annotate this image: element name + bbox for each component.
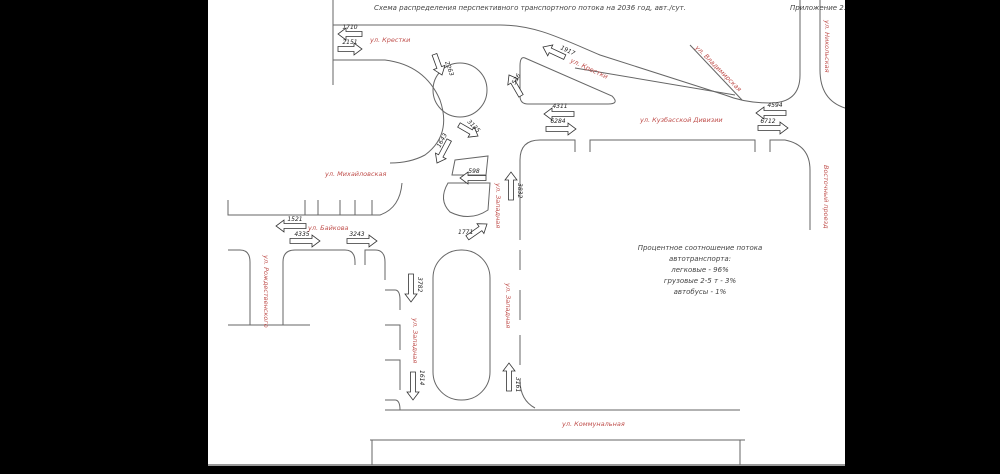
arrow-shape — [431, 52, 446, 76]
flow-value: 2151 — [342, 39, 357, 46]
arrow-shape — [545, 122, 577, 136]
road-outlines — [227, 0, 846, 465]
arrow-shape — [275, 219, 307, 233]
flow-arrow — [275, 219, 307, 233]
flow-arrow — [404, 273, 418, 303]
flow-value: 1771 — [458, 229, 473, 236]
flow-value: 6284 — [550, 118, 565, 125]
flow-arrow — [337, 42, 363, 56]
arrow-shape — [459, 171, 487, 185]
flow-value: 4594 — [767, 102, 782, 109]
street-label: ул. Михайловская — [324, 170, 386, 178]
street-label: Восточный проезд — [822, 165, 830, 229]
note-line: Процентное соотношение потока — [638, 244, 763, 252]
flow-arrow — [459, 171, 487, 185]
arrow-shape — [507, 74, 524, 98]
flow-arrow — [755, 106, 787, 120]
street-label: ул. Крестки — [369, 36, 410, 44]
arrow-shape — [337, 27, 363, 41]
appendix-label: Приложение 2. — [790, 4, 846, 12]
arrow-shape — [542, 44, 567, 60]
flow-arrow — [545, 122, 577, 136]
note-line: грузовые 2-5 т - 3% — [664, 277, 737, 285]
drawing-sheet — [208, 0, 845, 466]
arrow-shape — [457, 122, 479, 138]
flow-value: 1521 — [287, 216, 302, 223]
flow-value: 3782 — [416, 277, 423, 292]
flow-arrow — [465, 223, 488, 241]
arrow-shape — [406, 371, 420, 401]
flow-value: 3832 — [516, 183, 523, 198]
street-label: ул. Коммунальная — [561, 420, 625, 428]
flow-arrow — [457, 122, 479, 138]
arrow-shape — [289, 234, 321, 248]
arrow-shape — [543, 107, 575, 121]
street-label: ул. Рождественского — [262, 254, 270, 328]
flow-arrow — [406, 371, 420, 401]
flow-value: 598 — [468, 168, 480, 175]
flow-value: 1614 — [418, 370, 425, 385]
arrow-shape — [346, 234, 378, 248]
street-label: ул. Западная — [411, 317, 419, 363]
note-line: автобусы - 1% — [674, 288, 727, 296]
flow-arrow — [504, 171, 518, 201]
arrow-shape — [337, 42, 363, 56]
arrow-shape — [755, 106, 787, 120]
flow-arrow — [431, 52, 446, 76]
flow-arrow — [346, 234, 378, 248]
vehicle-share-note: Процентное соотношение потока автотрансп… — [638, 244, 763, 296]
flow-arrow — [289, 234, 321, 248]
flow-value: 3161 — [514, 377, 521, 392]
flow-arrow — [757, 121, 789, 135]
flow-arrow — [337, 27, 363, 41]
flow-value: 3243 — [349, 231, 364, 238]
note-line: легковые - 96% — [670, 266, 729, 274]
flow-arrow — [502, 362, 516, 392]
flow-value: 536 — [511, 72, 523, 86]
flow-value: 4311 — [552, 103, 567, 110]
flow-value: 1710 — [342, 24, 357, 31]
arrow-shape — [757, 121, 789, 135]
flow-arrow — [507, 74, 524, 98]
street-label: ул. Западная — [504, 282, 512, 328]
street-label: ул. Западная — [494, 182, 502, 228]
flow-arrow — [543, 107, 575, 121]
arrow-shape — [465, 223, 488, 241]
street-label: ул. Кузбасской Дивизии — [639, 116, 723, 124]
arrow-shape — [502, 362, 516, 392]
scheme-title: Схема распределения перспективного транс… — [374, 4, 686, 12]
flow-value: 6712 — [760, 118, 775, 125]
flow-arrow — [542, 44, 567, 60]
flow-value: 4335 — [294, 231, 309, 238]
arrow-shape — [434, 138, 452, 164]
note-line: автотранспорта: — [669, 255, 731, 263]
street-label: ул. Байкова — [307, 224, 349, 232]
arrow-shape — [404, 273, 418, 303]
arrow-shape — [504, 171, 518, 201]
street-label: ул. Никольская — [823, 19, 831, 73]
flow-value: 2263 — [443, 60, 455, 77]
flow-arrow — [434, 138, 452, 164]
